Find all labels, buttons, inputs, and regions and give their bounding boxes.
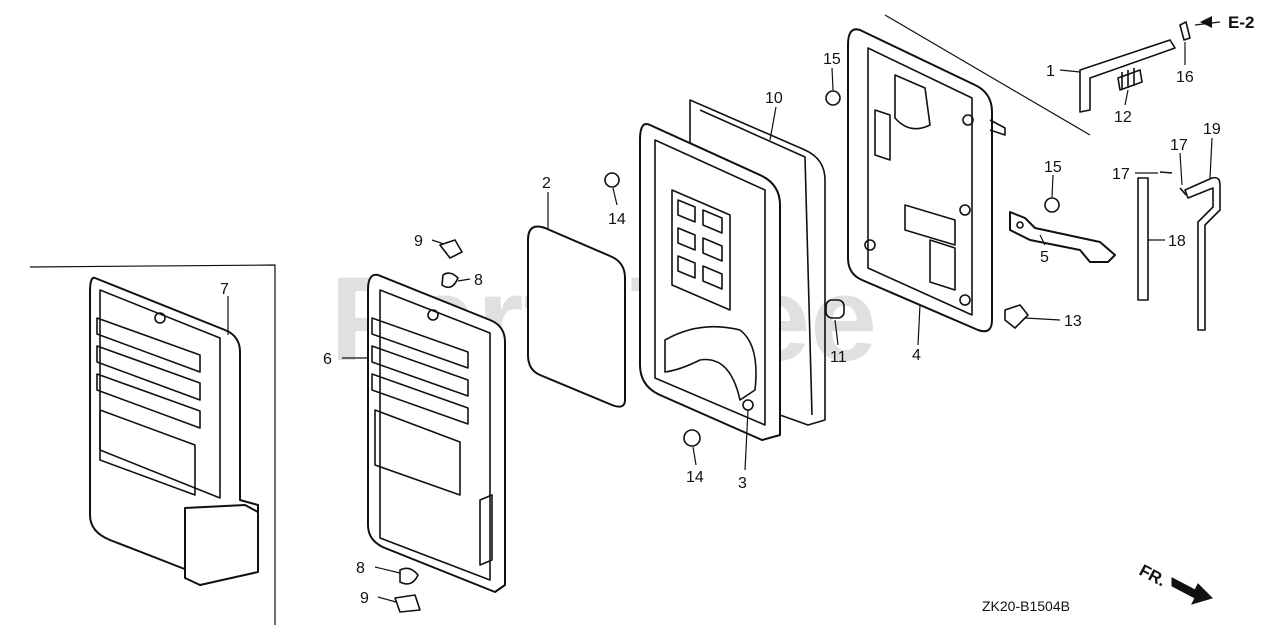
part-10-gasket[interactable] xyxy=(689,99,826,426)
callout-14-upper: 14 xyxy=(608,211,626,228)
callout-8-upper: 8 xyxy=(474,272,483,289)
part-14-nut-b xyxy=(683,429,701,447)
part-7-outer-cover[interactable] xyxy=(29,264,276,625)
part-8-clip-b xyxy=(399,567,419,585)
part-14-nut-a xyxy=(604,172,620,188)
callout-10: 10 xyxy=(765,90,783,107)
part-19-hose[interactable] xyxy=(1184,176,1221,331)
callout-labels: 1 2 3 4 5 6 7 8 8 9 9 10 11 12 13 14 14 … xyxy=(220,51,1221,607)
callout-18: 18 xyxy=(1168,233,1186,250)
part-17-clip-b xyxy=(1179,187,1187,196)
callout-8-lower: 8 xyxy=(356,560,365,577)
callout-14-lower: 14 xyxy=(686,469,704,486)
part-16-pin xyxy=(1179,21,1191,41)
part-9-clip-b xyxy=(394,594,421,613)
callout-13: 13 xyxy=(1064,313,1082,330)
arrow-left-icon xyxy=(1200,16,1212,28)
ref-label: E-2 xyxy=(1228,13,1254,32)
group-bracket-line xyxy=(29,264,276,625)
callout-9-upper: 9 xyxy=(414,233,423,250)
part-9-clip-a xyxy=(439,239,463,259)
direction-label: FR. xyxy=(1136,561,1169,591)
callout-15-upper: 15 xyxy=(823,51,841,68)
callout-7: 7 xyxy=(220,281,229,298)
part-15-nut-b xyxy=(1044,197,1060,213)
callout-4: 4 xyxy=(912,347,921,364)
callout-11: 11 xyxy=(830,349,847,366)
part-17-clip-a xyxy=(1159,171,1173,174)
part-3-filter-case[interactable] xyxy=(639,123,781,441)
arrow-down-right-icon xyxy=(1171,577,1213,605)
callout-9-lower: 9 xyxy=(360,590,369,607)
part-6-inner-cover[interactable] xyxy=(367,273,506,593)
callout-16: 16 xyxy=(1176,69,1194,86)
part-8-clip-a xyxy=(441,272,459,289)
callout-2: 2 xyxy=(542,175,551,192)
callout-1: 1 xyxy=(1046,63,1055,80)
callout-15-lower: 15 xyxy=(1044,159,1062,176)
part-13-clip xyxy=(1004,304,1029,329)
callout-17-upper: 17 xyxy=(1170,137,1188,154)
part-11-grommet xyxy=(825,299,845,319)
diagram-code: ZK20-B1504B xyxy=(982,598,1070,614)
part-12-spring[interactable] xyxy=(1117,68,1143,91)
part-5-bracket[interactable] xyxy=(1009,211,1116,263)
front-direction-indicator: FR. xyxy=(1136,561,1213,605)
fasteners xyxy=(394,21,1191,613)
part-18-rod[interactable] xyxy=(1137,177,1149,301)
part-2-filter-element[interactable] xyxy=(527,225,626,408)
leader-lines xyxy=(227,14,1221,603)
part-15-nut-a xyxy=(825,90,841,106)
part-1-choke-rod[interactable] xyxy=(1079,39,1176,113)
callout-12: 12 xyxy=(1114,109,1132,126)
callout-19: 19 xyxy=(1203,121,1221,138)
callout-17-left: 17 xyxy=(1112,166,1130,183)
reference-e2: E-2 xyxy=(1200,13,1254,32)
part-4-base-plate[interactable] xyxy=(847,28,1006,333)
callout-3: 3 xyxy=(738,475,747,492)
callout-6: 6 xyxy=(323,351,332,368)
callout-5: 5 xyxy=(1040,249,1049,266)
